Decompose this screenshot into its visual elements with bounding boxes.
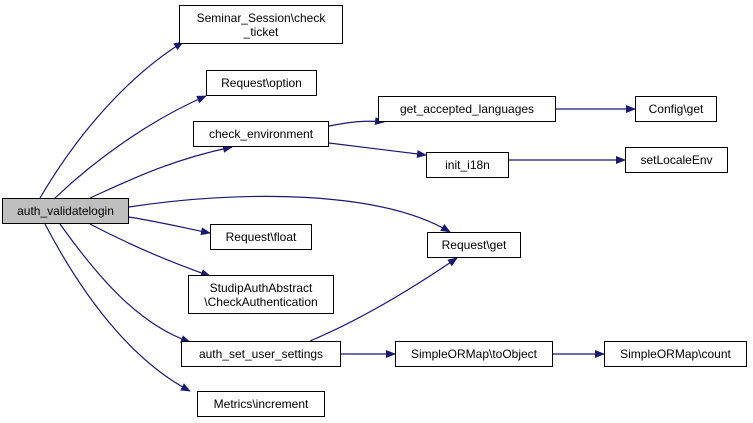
edge-auth_validatelogin-to-studip_check_auth xyxy=(89,223,211,277)
node-label: init_i18n xyxy=(445,158,490,172)
edge-auth_validatelogin-to-request_option xyxy=(54,95,207,199)
edge-auth_validatelogin-to-request_get xyxy=(128,195,451,233)
node-get-accepted-languages[interactable]: get_accepted_languages xyxy=(378,96,556,122)
node-label: auth_set_user_settings xyxy=(198,347,324,361)
node-label: Config\get xyxy=(648,102,704,116)
edge-check_environment-to-init_i18n xyxy=(328,142,427,158)
node-metrics-increment[interactable]: Metrics\increment xyxy=(197,391,325,417)
node-simpleormap-toobject[interactable]: SimpleORMap\toObject xyxy=(395,341,553,367)
node-label: StudipAuthAbstract xyxy=(209,280,313,295)
node-label: Request\get xyxy=(441,238,507,252)
node-label: _ticket xyxy=(243,24,279,39)
edge-auth_validatelogin-to-check_environment xyxy=(89,144,233,199)
node-label: Metrics\increment xyxy=(213,397,309,411)
edge-check_environment-to-get_accepted_languages xyxy=(328,117,385,127)
edge-auth_validatelogin-to-request_float xyxy=(128,216,211,236)
node-init-i18n[interactable]: init_i18n xyxy=(426,152,509,178)
node-label: SimpleORMap\toObject xyxy=(410,347,538,361)
node-auth-set-user-settings[interactable]: auth_set_user_settings xyxy=(181,341,341,367)
node-label: auth_validatelogin xyxy=(17,204,114,218)
node-request-float[interactable]: Request\float xyxy=(210,224,312,250)
node-check-environment[interactable]: check_environment xyxy=(193,121,329,147)
edge-auth_validatelogin-to-seminar_check_ticket xyxy=(39,41,184,199)
node-studipauthabstract-checkauthentication[interactable]: StudipAuthAbstract \CheckAuthentication xyxy=(188,275,334,314)
node-auth-validatelogin[interactable]: auth_validatelogin xyxy=(2,198,129,224)
node-config-get[interactable]: Config\get xyxy=(635,96,717,122)
node-label: Request\option xyxy=(221,76,302,90)
edge-auth_set_user_settings-to-request_get xyxy=(309,257,458,342)
edge-auth_validatelogin-to-auth_set_user_settings xyxy=(59,223,191,343)
node-label: \CheckAuthentication xyxy=(204,294,318,309)
node-simpleormap-count[interactable]: SimpleORMap\count xyxy=(604,341,747,367)
node-label: get_accepted_languages xyxy=(399,102,535,116)
node-request-get[interactable]: Request\get xyxy=(427,232,521,258)
node-label: SimpleORMap\count xyxy=(620,347,731,361)
node-seminar-session-check-ticket[interactable]: Seminar_Session\check _ticket xyxy=(179,5,343,44)
node-setlocaleenv[interactable]: setLocaleEnv xyxy=(625,147,728,173)
node-label: Seminar_Session\check xyxy=(196,10,326,25)
node-request-option[interactable]: Request\option xyxy=(206,70,317,96)
edge-auth_validatelogin-to-metrics_increment xyxy=(44,223,191,392)
node-label: Request\float xyxy=(225,230,297,244)
node-label: check_environment xyxy=(208,127,314,141)
node-label: setLocaleEnv xyxy=(640,153,713,167)
